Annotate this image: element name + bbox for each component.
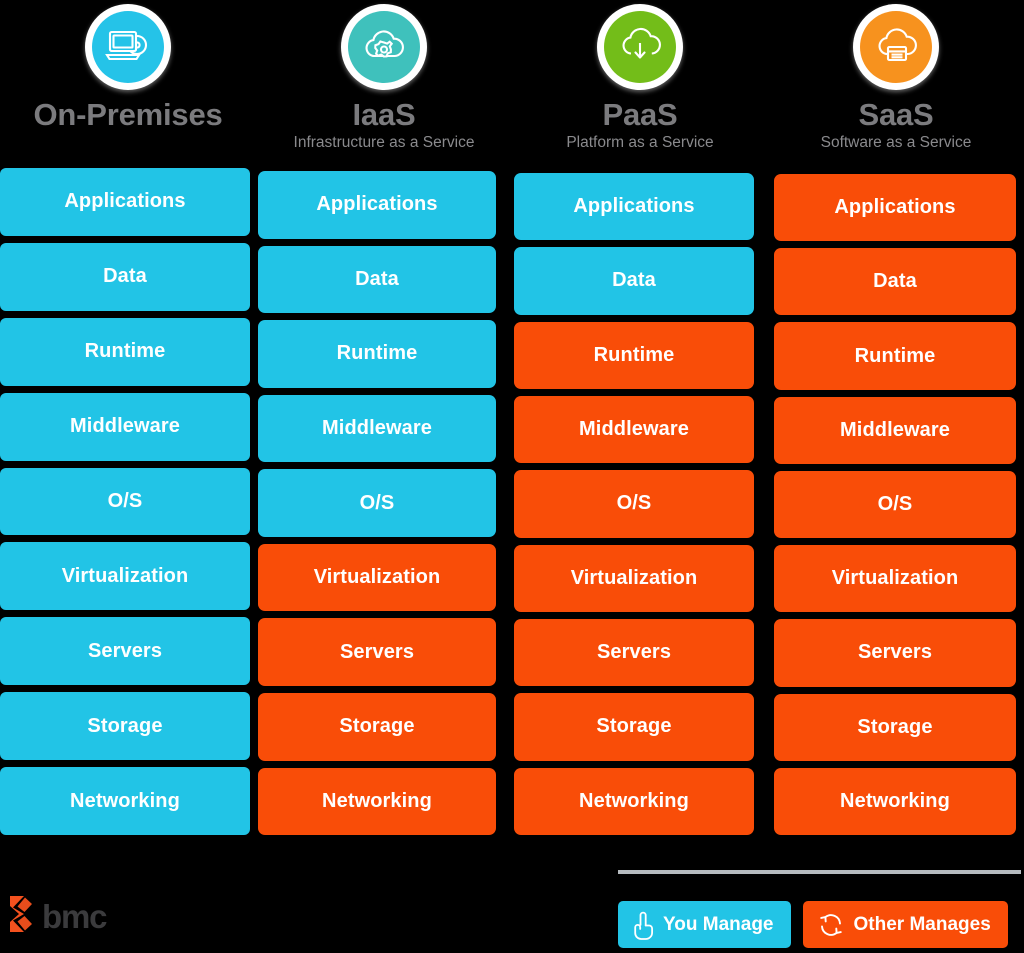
- matrix-cell-saas-servers: Servers: [774, 619, 1016, 687]
- matrix-cell-on-premises-storage: Storage: [0, 692, 250, 761]
- legend-you-manage[interactable]: You Manage: [618, 901, 791, 948]
- matrix-cell-iaas-servers: Servers: [258, 618, 496, 686]
- matrix-cell-on-premises-networking: Networking: [0, 767, 250, 836]
- matrix-cell-saas-virtualization: Virtualization: [774, 545, 1016, 613]
- matrix-cell-iaas-runtime: Runtime: [258, 320, 496, 388]
- bmc-logo: bmc: [8, 894, 107, 939]
- matrix-cell-saas-applications: Applications: [774, 174, 1016, 242]
- legend-you-manage-label: You Manage: [663, 913, 774, 935]
- matrix-cell-on-premises-servers: Servers: [0, 617, 250, 686]
- column-header-on-premises: On-Premises: [0, 0, 256, 165]
- matrix-cell-iaas-data: Data: [258, 245, 496, 314]
- matrix-cell-paas-storage: Storage: [514, 693, 754, 761]
- matrix-cell-on-premises-data: Data: [0, 242, 250, 311]
- matrix-cell-saas-runtime: Runtime: [774, 322, 1016, 390]
- matrix-cell-iaas-applications: Applications: [258, 171, 496, 239]
- matrix-cell-on-premises-middleware: Middleware: [0, 392, 250, 461]
- column-header-iaas: IaaS Infrastructure as a Service: [256, 0, 512, 165]
- matrix-cell-iaas-virtualization: Virtualization: [258, 543, 496, 612]
- legend-divider: [618, 870, 1021, 874]
- footer: bmc You Manage Other Manages: [0, 860, 1024, 953]
- matrix-cell-paas-virtualization: Virtualization: [514, 544, 754, 612]
- matrix-cell-saas-storage: Storage: [774, 693, 1016, 761]
- paas-subtitle: Platform as a Service: [566, 133, 714, 151]
- iaas-title: IaaS: [352, 97, 416, 132]
- matrix-cell-paas-servers: Servers: [514, 618, 754, 687]
- column-header-paas: PaaS Platform as a Service: [512, 0, 768, 165]
- header-row: On-Premises IaaS Infrastructure as a Ser…: [0, 0, 1024, 165]
- bmc-logo-text: bmc: [42, 898, 107, 935]
- matrix-cell-saas-o-s: O/S: [774, 470, 1016, 539]
- matrix-cell-paas-middleware: Middleware: [514, 395, 754, 464]
- bmc-ribbon-icon: [8, 894, 35, 939]
- matrix-cell-paas-runtime: Runtime: [514, 321, 754, 389]
- on-premises-badge: [85, 4, 171, 90]
- iaas-badge: [341, 4, 427, 90]
- matrix-cell-on-premises-o-s: O/S: [0, 467, 250, 536]
- saas-subtitle: Software as a Service: [820, 133, 972, 151]
- hand-pointing-up-icon: [632, 910, 654, 940]
- saas-badge: [853, 4, 939, 90]
- matrix-cell-iaas-middleware: Middleware: [258, 394, 496, 463]
- matrix-cell-iaas-o-s: O/S: [258, 469, 496, 537]
- column-header-saas: SaaS Software as a Service: [768, 0, 1024, 165]
- legend-other-manages[interactable]: Other Manages: [802, 901, 1008, 948]
- paas-title: PaaS: [602, 97, 678, 132]
- cloud-gear-icon: [348, 11, 420, 83]
- saas-title: SaaS: [858, 97, 934, 132]
- matrix-cell-paas-data: Data: [514, 247, 754, 315]
- legend: You Manage Other Manages: [618, 901, 1008, 948]
- iaas-subtitle: Infrastructure as a Service: [293, 133, 475, 151]
- on-premises-title: On-Premises: [33, 97, 223, 132]
- cloud-window-icon: [860, 11, 932, 83]
- matrix-cell-saas-networking: Networking: [774, 767, 1016, 835]
- matrix-cell-paas-networking: Networking: [514, 767, 754, 835]
- matrix-cell-saas-data: Data: [774, 248, 1016, 316]
- matrix-cell-saas-middleware: Middleware: [774, 396, 1016, 464]
- matrix-cell-paas-o-s: O/S: [514, 470, 754, 538]
- paas-badge: [597, 4, 683, 90]
- matrix-cell-iaas-networking: Networking: [258, 767, 496, 836]
- laptop-disc-icon: [92, 11, 164, 83]
- matrix-cell-on-premises-virtualization: Virtualization: [0, 542, 250, 611]
- matrix-cell-paas-applications: Applications: [514, 173, 754, 241]
- cloud-download-icon: [604, 11, 676, 83]
- legend-other-manages-label: Other Manages: [853, 913, 991, 935]
- matrix-cell-on-premises-runtime: Runtime: [0, 317, 250, 386]
- matrix-cell-on-premises-applications: Applications: [0, 168, 250, 236]
- matrix-cell-iaas-storage: Storage: [258, 692, 496, 761]
- refresh-cycle-icon: [817, 911, 845, 939]
